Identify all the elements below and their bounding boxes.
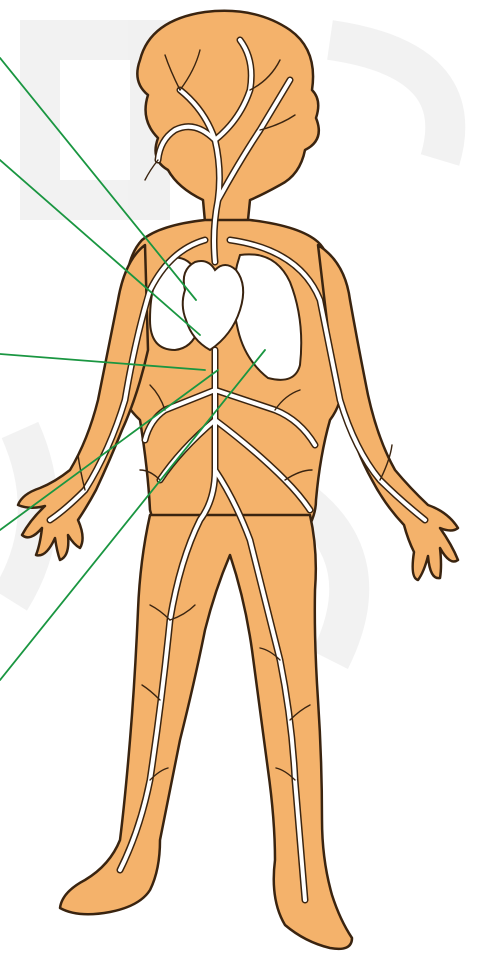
legs [60, 515, 352, 949]
arm-left [18, 245, 148, 560]
body-silhouette [18, 11, 458, 949]
